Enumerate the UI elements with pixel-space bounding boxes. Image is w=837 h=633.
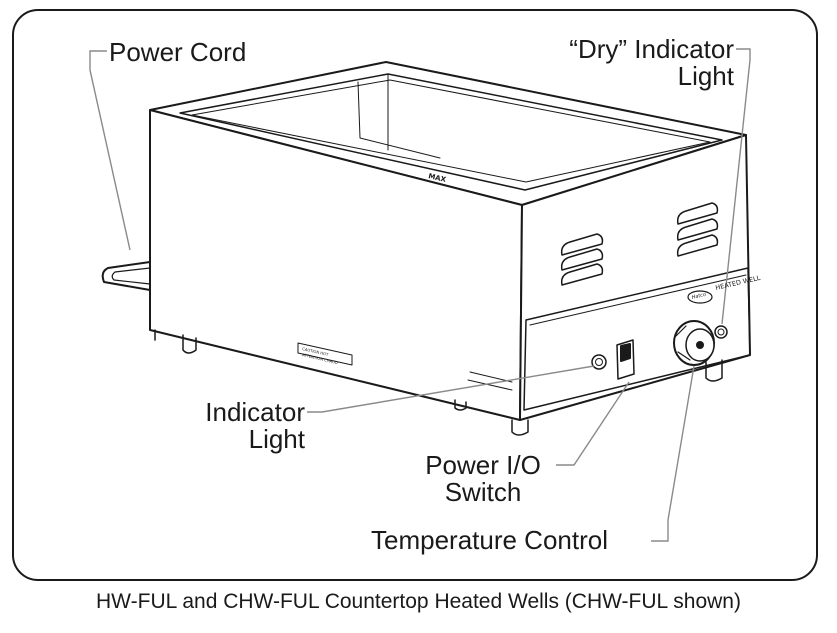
leader-temperature-control <box>651 365 695 542</box>
label-power-switch-line2: Switch <box>444 477 522 507</box>
power-cord <box>101 261 151 291</box>
temperature-knob <box>673 320 715 366</box>
label-temperature-control: Temperature Control <box>371 525 608 555</box>
figure-frame <box>12 9 818 581</box>
vent-louvers-right <box>676 202 719 257</box>
dry-indicator-light <box>714 325 728 339</box>
brand-logo <box>687 290 713 304</box>
indicator-light <box>591 354 607 370</box>
label-power-switch-line1: Power I/O <box>425 450 541 480</box>
max-marking: MAX <box>428 172 448 184</box>
control-panel <box>523 267 751 411</box>
figure-caption: HW-FUL and CHW-FUL Countertop Heated Wel… <box>96 590 741 613</box>
leader-dry-indicator <box>721 48 751 325</box>
well-opening <box>179 73 723 191</box>
brand-marking: Hatco <box>691 292 707 301</box>
foot-back-right <box>705 359 723 382</box>
label-dry-indicator-line1: “Dry” Indicator <box>569 34 734 64</box>
caution-line1: CAUTION HOT <box>302 346 330 357</box>
label-indicator-light: Indicator Light <box>180 399 305 453</box>
foot-front-right <box>511 419 529 436</box>
label-power-switch: Power I/O Switch <box>413 452 553 506</box>
leader-indicator-light <box>307 365 595 413</box>
label-indicator-line1: Indicator <box>205 397 305 427</box>
label-indicator-line2: Light <box>248 424 305 454</box>
caution-plate <box>297 342 353 366</box>
label-dry-indicator-line2: Light <box>677 61 734 91</box>
leader-power-cord <box>89 50 131 251</box>
vent-louvers-left <box>560 233 604 286</box>
leader-power-switch <box>556 381 630 466</box>
foot-front-left <box>182 334 197 354</box>
label-power-cord: Power Cord <box>109 37 247 67</box>
label-dry-indicator-light: “Dry” Indicator Light <box>540 36 734 90</box>
